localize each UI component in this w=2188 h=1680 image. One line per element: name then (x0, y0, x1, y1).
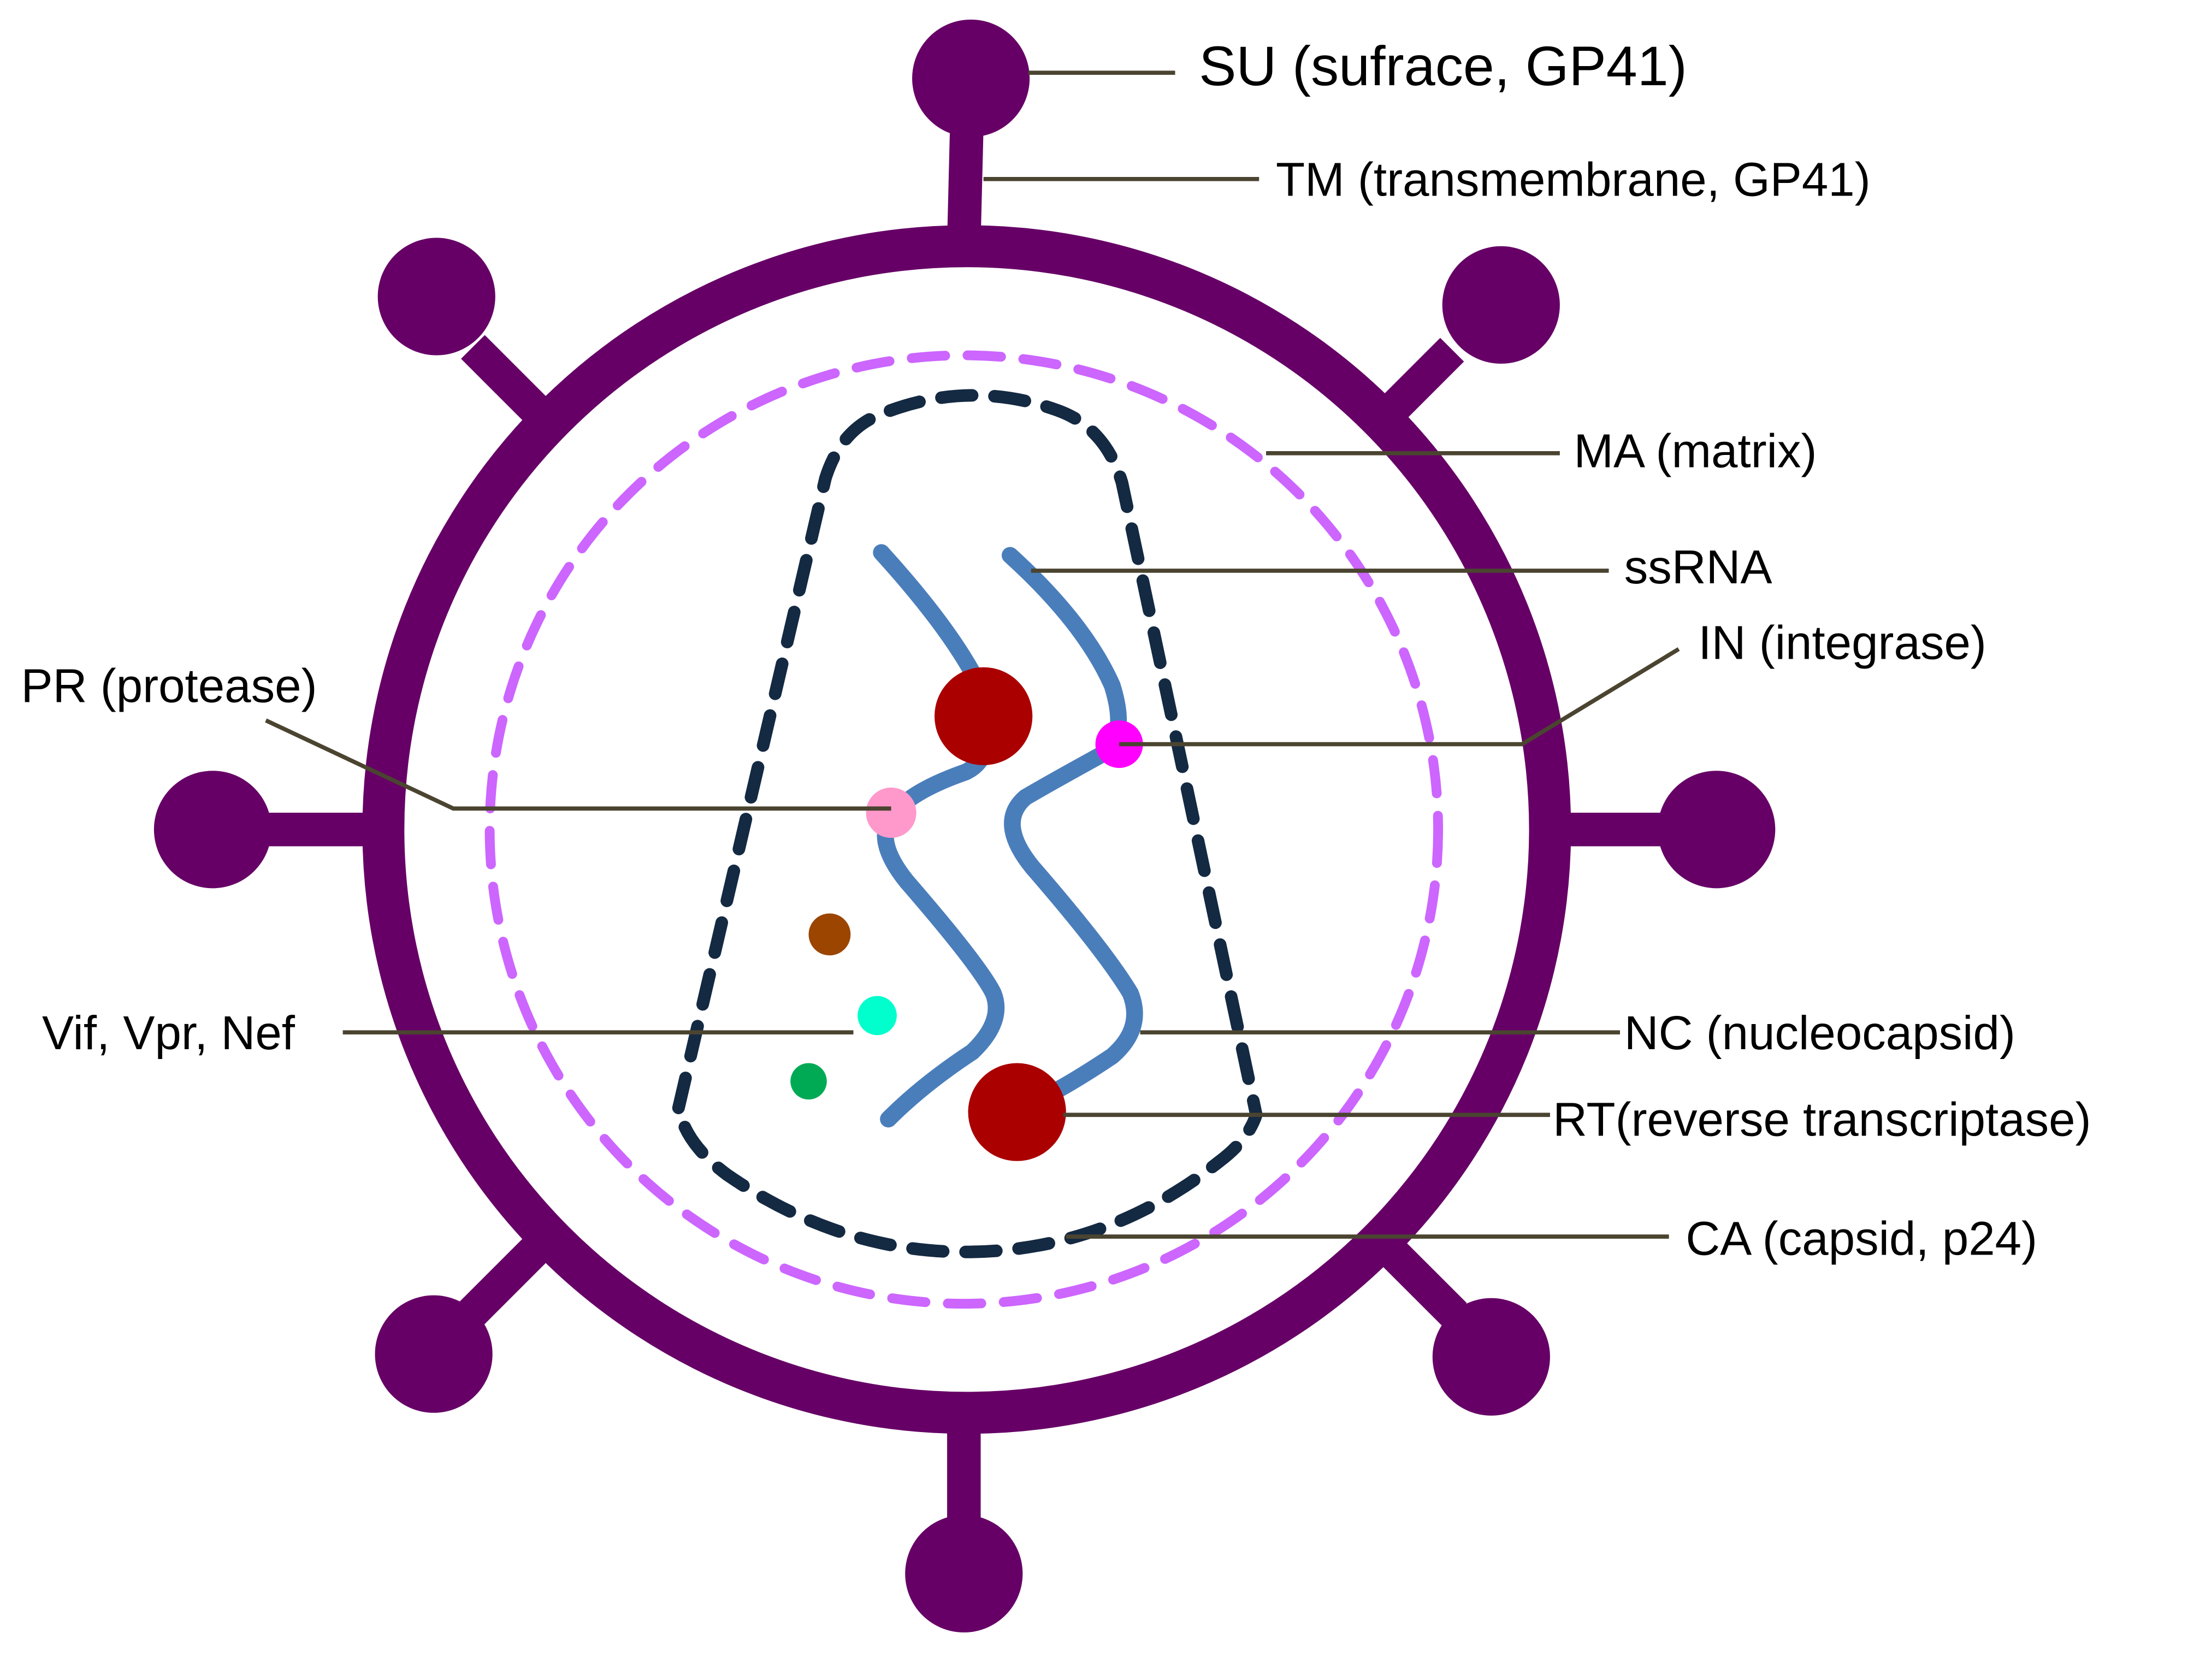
spike-left (153, 771, 372, 889)
label-ca: CA (capsid, p24) (1686, 1212, 2037, 1265)
integrase-dot (1095, 720, 1143, 768)
protease-dot (866, 787, 916, 838)
matrix-layer (484, 350, 1444, 1309)
spike-top-right (1370, 246, 1560, 432)
leader-in (1119, 647, 1680, 747)
tm-stalk (1373, 1233, 1467, 1327)
spike-bottom (905, 1415, 1023, 1632)
spike-bottom-left (375, 1230, 555, 1413)
label-su: SU (sufrace, GP41) (1199, 34, 1687, 97)
label-rt: RT(reverse transcriptase) (1553, 1093, 2091, 1146)
label-ma: MA (matrix) (1574, 424, 1817, 477)
tm-stalk (947, 128, 984, 241)
labels: SU (sufrace, GP41) TM (transmembrane, GP… (21, 34, 2091, 1265)
label-vif: Vif, Vpr, Nef (42, 1007, 295, 1060)
reverse-transcriptase-bottom (968, 1063, 1066, 1161)
leader-lines (265, 70, 1680, 1239)
su-knob (912, 19, 1030, 137)
su-knob (1658, 771, 1776, 889)
rna-strand-right (1001, 547, 1143, 1107)
spike-top-left (377, 238, 562, 436)
envelope-spikes (153, 19, 1776, 1632)
spike-right (1566, 771, 1776, 889)
label-ssrna: ssRNA (1624, 541, 1772, 594)
spike-top (912, 19, 1030, 241)
reverse-transcriptase-top (935, 667, 1033, 765)
accessory-protein-green (790, 1063, 827, 1100)
tm-stalk (458, 1230, 555, 1327)
su-knob (1442, 246, 1560, 364)
label-tm: TM (transmembrane, GP41) (1276, 153, 1871, 206)
su-knob (1432, 1298, 1550, 1416)
label-nc: NC (nucleocapsid) (1624, 1007, 2015, 1060)
su-knob (153, 771, 272, 889)
label-pr: PR (protease) (21, 660, 317, 713)
accessory-protein-cyan (858, 996, 897, 1036)
su-knob (377, 238, 495, 356)
spike-bottom-right (1373, 1233, 1550, 1416)
leader-pr (265, 718, 891, 811)
su-knob (905, 1515, 1023, 1632)
label-in: IN (integrase) (1698, 616, 1986, 669)
capsid-cone (672, 389, 1263, 1258)
su-knob (375, 1295, 493, 1413)
accessory-protein-brown (808, 913, 851, 956)
